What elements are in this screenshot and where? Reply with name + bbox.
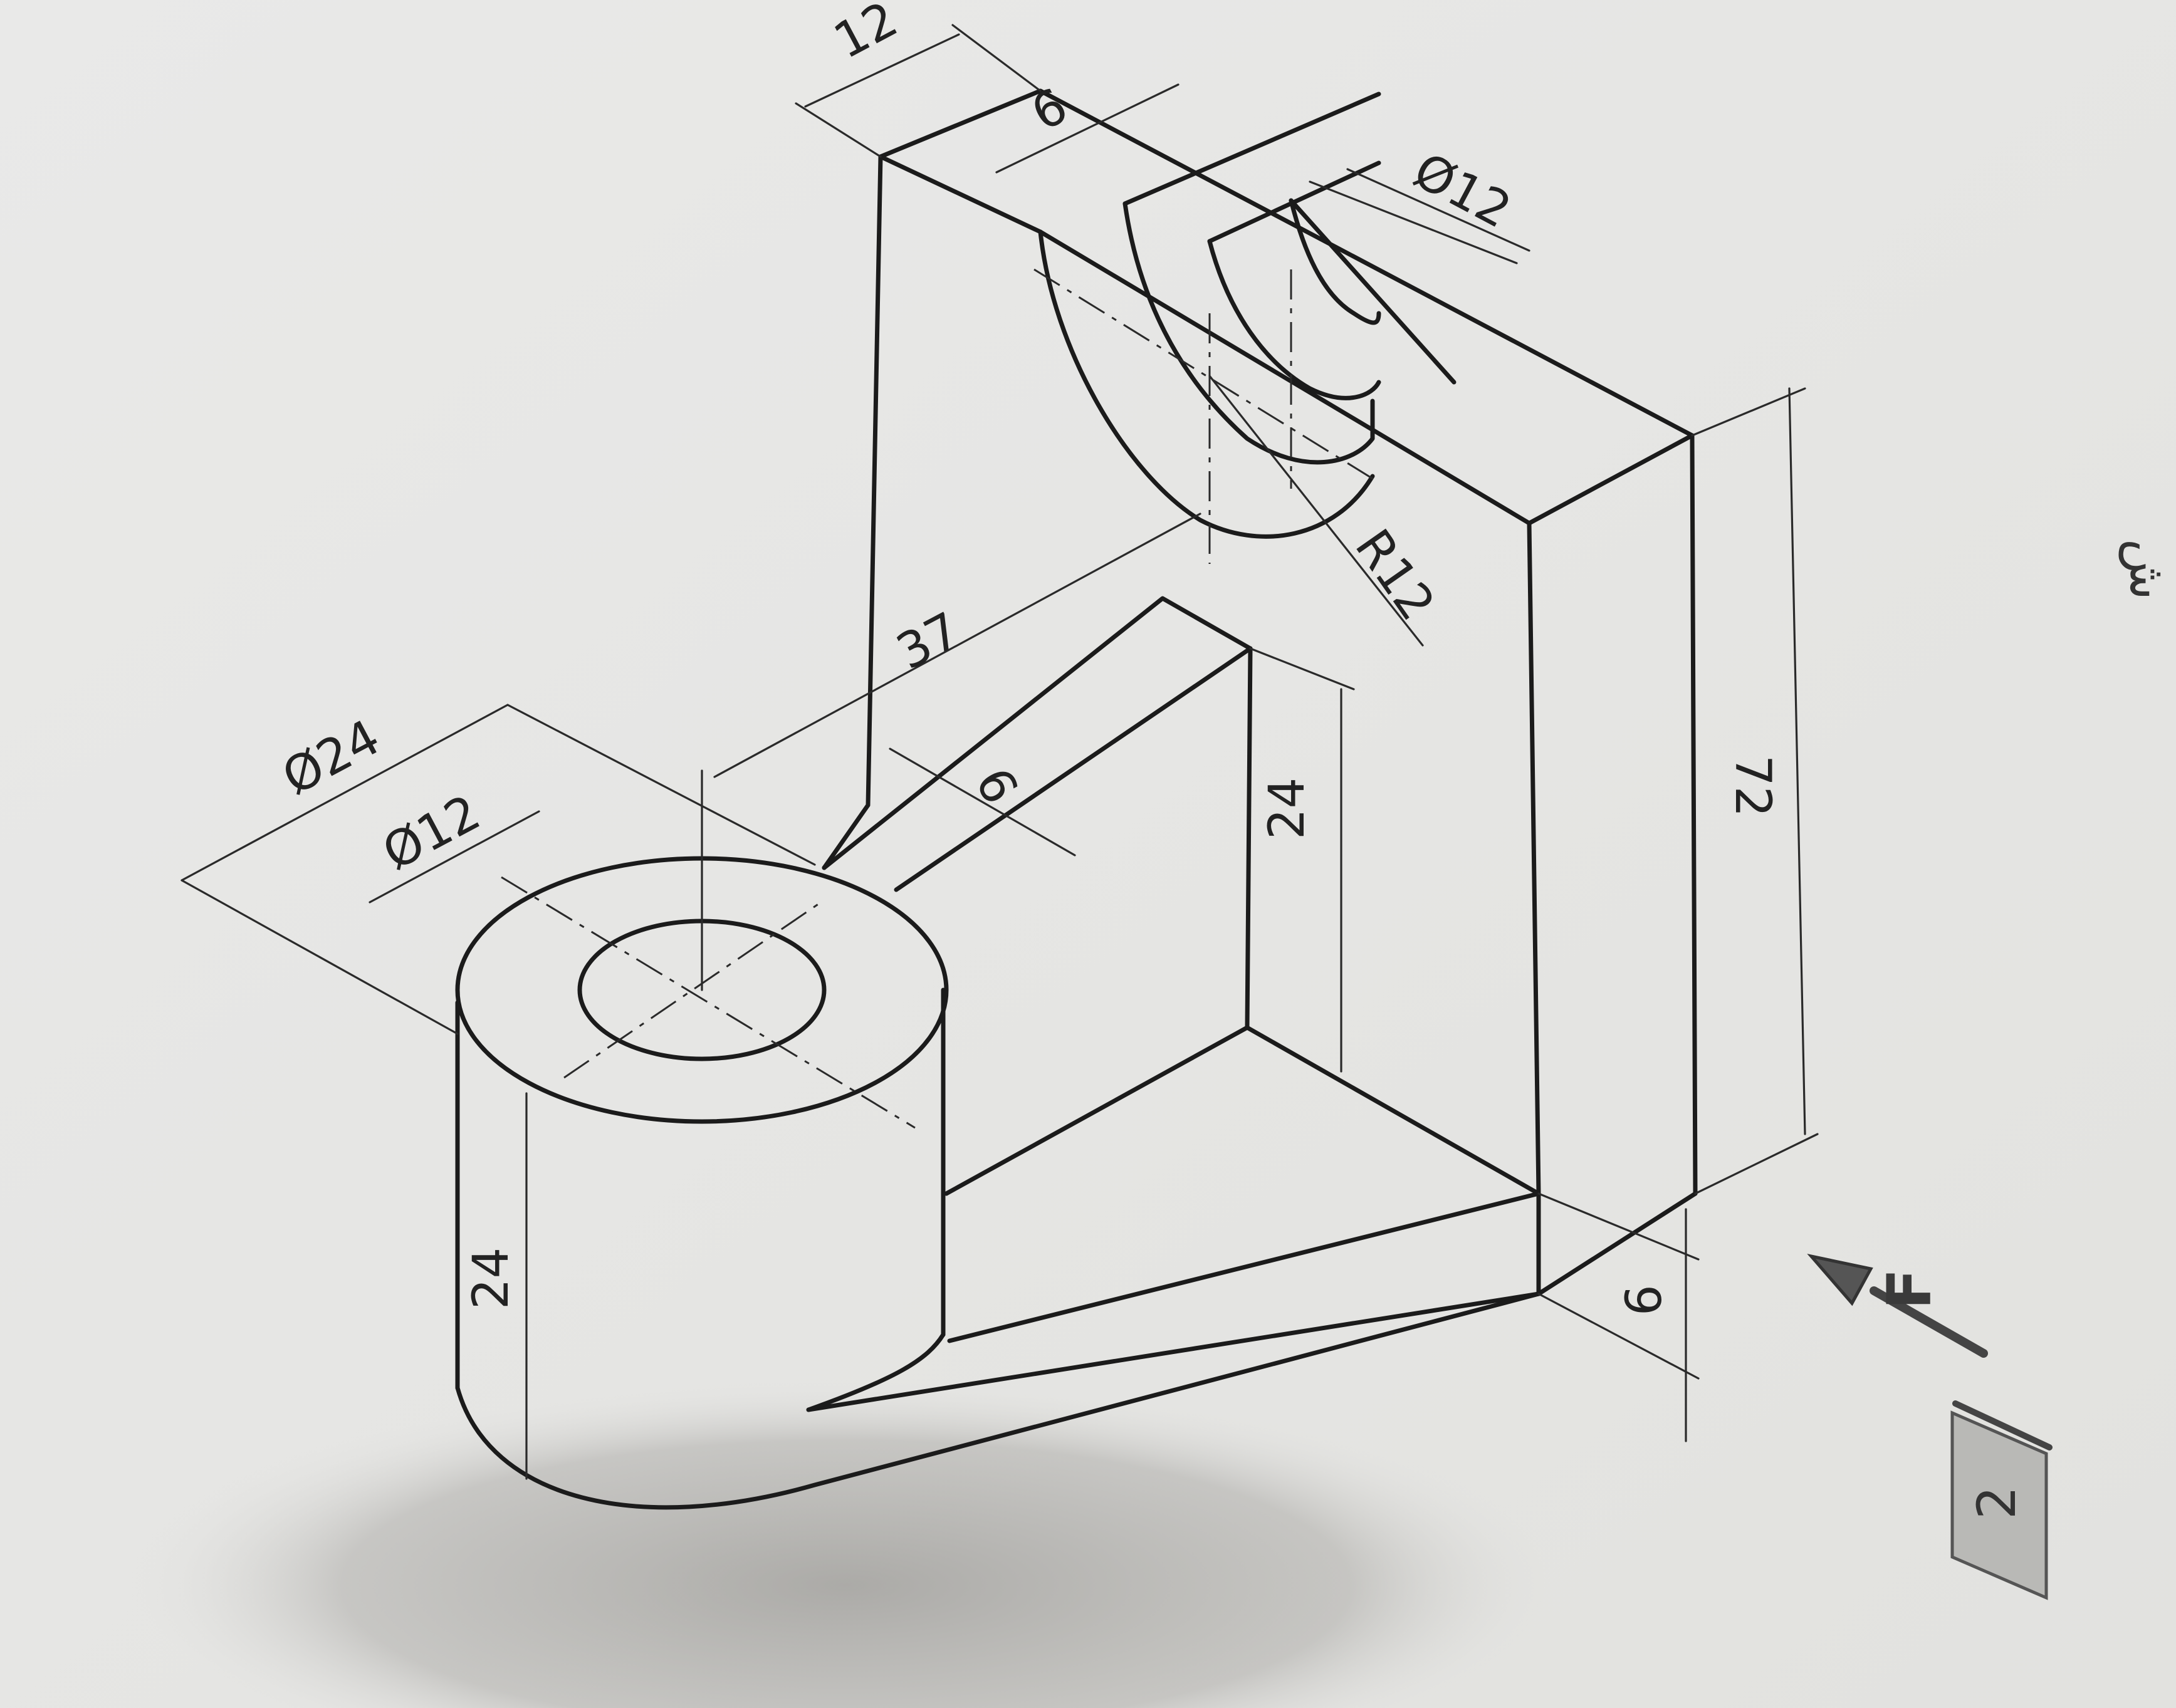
wall-top-left-edge xyxy=(878,154,1043,234)
dim-6-rib-line xyxy=(889,747,1076,857)
cut-arc-back xyxy=(1289,198,1381,325)
base-top-edge xyxy=(947,1191,1541,1343)
slot-edge-c xyxy=(1289,198,1457,385)
dim-6-base-ext-b xyxy=(1537,1293,1700,1380)
dim-r12-leader xyxy=(1208,375,1424,647)
dim-dia12-top-line2 xyxy=(1346,168,1530,252)
force-arrowhead xyxy=(1807,1254,1873,1306)
force-label: F xyxy=(1875,1268,1945,1310)
dim-6-base-label: 6 xyxy=(1616,1284,1673,1316)
dim-dia12-boss-line xyxy=(369,810,540,903)
rib-top xyxy=(822,596,1253,870)
dim-12-ext-b xyxy=(951,24,1042,92)
camera-shadow xyxy=(125,1378,1567,1708)
rib-vertical xyxy=(1245,646,1253,1030)
cut-arc-inner xyxy=(1207,239,1381,400)
dim-6-slot-line xyxy=(995,83,1180,174)
dim-37-line xyxy=(713,513,1201,778)
dim-dia12-top-line xyxy=(1309,180,1518,264)
force-shaft xyxy=(1870,1286,1988,1358)
boss-centerline-a xyxy=(501,876,916,1129)
dim-72-ext-b xyxy=(1694,1133,1819,1195)
margin-glyph: ش xyxy=(2118,539,2176,600)
rib-base-line xyxy=(1245,1025,1541,1196)
dim-12-line xyxy=(804,33,960,108)
dim-72-label: 72 xyxy=(1724,755,1781,817)
dim-24-boss-label: 24 xyxy=(463,1247,520,1310)
flag: 2 xyxy=(1950,1400,2053,1600)
boss-base-tangent xyxy=(806,1332,946,1412)
flag-pole xyxy=(1952,1400,2053,1450)
cut-centerline-a xyxy=(1033,268,1379,484)
rib-base-front xyxy=(944,1025,1250,1196)
dim-6-base-ext-a xyxy=(1537,1192,1700,1261)
center-lines xyxy=(501,268,1379,1129)
force-arrow: F xyxy=(1807,1254,1988,1358)
dim-dia24-ext-a xyxy=(180,879,459,1035)
dim-dia24-line xyxy=(180,704,509,882)
dim-12-ext-a xyxy=(795,102,882,158)
boss-bottom-curve xyxy=(455,1291,1541,1510)
wall-right-vertical xyxy=(1690,433,1698,1196)
base-right-edge xyxy=(1536,1191,1698,1296)
slot-edge-a xyxy=(1122,91,1381,206)
wall-front-vertical xyxy=(1527,521,1541,1196)
rib-top-front xyxy=(894,646,1253,892)
dim-dia24-ext-b xyxy=(506,704,816,866)
wall-left-foot xyxy=(822,803,871,870)
base-bottom-edge xyxy=(806,1291,1541,1412)
cut-arc-middle xyxy=(1122,201,1375,465)
dim-72-line xyxy=(1788,387,1806,1135)
wall-left-edge xyxy=(866,154,883,808)
dim-72-ext-a xyxy=(1691,387,1806,437)
cut-arc-outer xyxy=(1038,229,1375,539)
dim-24-rib-label: 24 xyxy=(1259,778,1316,840)
dim-24-rib-ext-a xyxy=(1249,647,1355,690)
flag-number: 2 xyxy=(1966,1486,2027,1519)
flag-body xyxy=(1950,1410,2048,1600)
